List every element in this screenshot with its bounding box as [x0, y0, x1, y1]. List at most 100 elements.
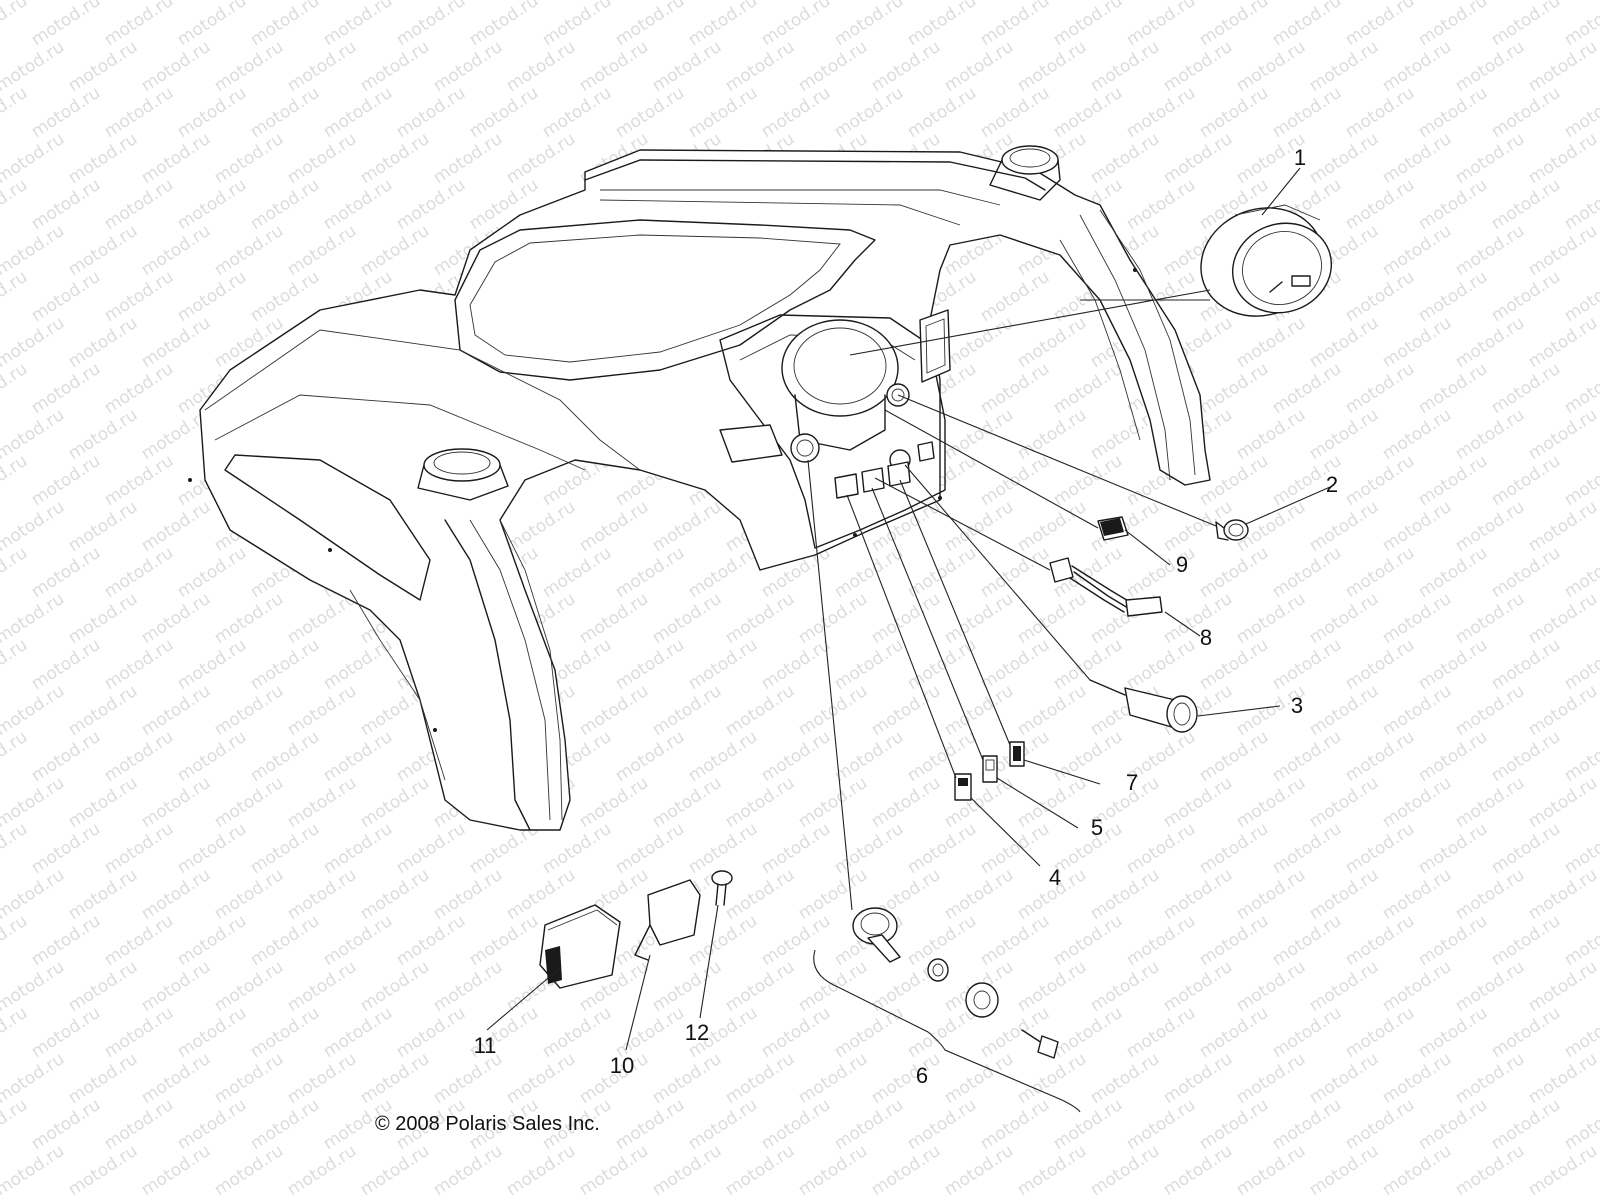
watermark-text: motod.ru: [1561, 727, 1600, 786]
watermark-text: motod.ru: [1196, 911, 1272, 970]
watermark-text: motod.ru: [0, 313, 68, 372]
watermark-text: motod.ru: [65, 1049, 141, 1108]
watermark-text: motod.ru: [1415, 267, 1491, 326]
watermark-text: motod.ru: [1269, 359, 1345, 418]
watermark-text: motod.ru: [1014, 773, 1090, 832]
watermark-text: motod.ru: [1342, 635, 1418, 694]
watermark-text: motod.ru: [1160, 1141, 1236, 1200]
leader-lines: [486, 167, 1331, 1113]
watermark-text: motod.ru: [393, 0, 469, 50]
watermark-text: motod.ru: [357, 773, 433, 832]
watermark-text: motod.ru: [0, 0, 31, 50]
part-power-point: [1215, 519, 1249, 541]
watermark-text: motod.ru: [247, 1003, 323, 1062]
watermark-text: motod.ru: [1488, 83, 1564, 142]
watermark-text: motod.ru: [977, 635, 1053, 694]
watermark-text: motod.ru: [1050, 1095, 1126, 1154]
watermark-text: motod.ru: [1379, 221, 1455, 280]
watermark-text: motod.ru: [0, 497, 68, 556]
watermark-text: motod.ru: [28, 1003, 104, 1062]
watermark-text: motod.ru: [28, 819, 104, 878]
watermark-text: motod.ru: [758, 911, 834, 970]
watermark-text: motod.ru: [685, 635, 761, 694]
watermark-text: motod.ru: [247, 0, 323, 50]
watermark-text: motod.ru: [0, 957, 68, 1016]
watermark-text: motod.ru: [1415, 83, 1491, 142]
watermark-text: motod.ru: [1342, 727, 1418, 786]
watermark-text: motod.ru: [28, 451, 104, 510]
watermark-text: motod.ru: [503, 129, 579, 188]
watermark-text: motod.ru: [649, 681, 725, 740]
watermark-text: motod.ru: [503, 1141, 579, 1200]
watermark-text: motod.ru: [1452, 313, 1528, 372]
watermark-text: motod.ru: [0, 221, 68, 280]
watermark-text: motod.ru: [1014, 1141, 1090, 1200]
watermark-text: motod.ru: [1561, 543, 1600, 602]
watermark-text: motod.ru: [831, 1095, 907, 1154]
watermark-text: motod.ru: [941, 865, 1017, 924]
watermark-text: motod.ru: [1269, 1003, 1345, 1062]
watermark-text: motod.ru: [1452, 129, 1528, 188]
watermark-text: motod.ru: [357, 865, 433, 924]
watermark-text: motod.ru: [174, 911, 250, 970]
watermark-text: motod.ru: [1087, 37, 1163, 96]
watermark-text: motod.ru: [1196, 819, 1272, 878]
watermark-text: motod.ru: [1561, 451, 1600, 510]
watermark-text: motod.ru: [576, 497, 652, 556]
watermark-text: motod.ru: [722, 589, 798, 648]
watermark-text: motod.ru: [174, 0, 250, 50]
watermark-text: motod.ru: [0, 37, 68, 96]
watermark-text: motod.ru: [1342, 1003, 1418, 1062]
callout-8: 8: [1200, 625, 1212, 650]
watermark-text: motod.ru: [1379, 37, 1455, 96]
watermark-text: motod.ru: [758, 0, 834, 50]
watermark-text: motod.ru: [28, 911, 104, 970]
watermark-text: motod.ru: [284, 37, 360, 96]
watermark-text: motod.ru: [977, 451, 1053, 510]
watermark-text: motod.ru: [1233, 589, 1309, 648]
watermark-text: motod.ru: [977, 83, 1053, 142]
watermark-text: motod.ru: [941, 37, 1017, 96]
watermark-text: motod.ru: [612, 635, 688, 694]
watermark-text: motod.ru: [795, 1141, 871, 1200]
watermark-text: motod.ru: [1306, 773, 1382, 832]
watermark-text: motod.ru: [1379, 681, 1455, 740]
watermark-text: motod.ru: [28, 1095, 104, 1154]
watermark-text: motod.ru: [1196, 359, 1272, 418]
watermark-text: motod.ru: [1014, 405, 1090, 464]
watermark-text: motod.ru: [1050, 0, 1126, 50]
watermark-text: motod.ru: [1525, 1049, 1600, 1108]
watermark-text: motod.ru: [904, 1095, 980, 1154]
watermark-text: motod.ru: [174, 83, 250, 142]
watermark-text: motod.ru: [320, 175, 396, 234]
callout-11: 11: [474, 1033, 497, 1058]
watermark-text: motod.ru: [1123, 1003, 1199, 1062]
watermark-text: motod.ru: [284, 1049, 360, 1108]
watermark-text: motod.ru: [393, 83, 469, 142]
watermark-text: motod.ru: [0, 773, 68, 832]
watermark-text: motod.ru: [612, 1095, 688, 1154]
callout-1: 1: [1294, 145, 1306, 170]
watermark-text: motod.ru: [1014, 497, 1090, 556]
watermark-text: motod.ru: [685, 83, 761, 142]
watermark-text: motod.ru: [1525, 129, 1600, 188]
watermark-text: motod.ru: [795, 957, 871, 1016]
watermark-text: motod.ru: [284, 957, 360, 1016]
watermark-text: motod.ru: [977, 819, 1053, 878]
watermark-text: motod.ru: [247, 727, 323, 786]
watermark-text: motod.ru: [1306, 1049, 1382, 1108]
watermark-text: motod.ru: [503, 497, 579, 556]
watermark-text: motod.ru: [174, 267, 250, 326]
watermark-text: motod.ru: [1196, 0, 1272, 50]
watermark-text: motod.ru: [1525, 865, 1600, 924]
watermark-text: motod.ru: [357, 37, 433, 96]
watermark-text: motod.ru: [1342, 451, 1418, 510]
part-gauge: [1200, 204, 1333, 317]
watermark-text: motod.ru: [0, 129, 68, 188]
watermark-text: motod.ru: [211, 1049, 287, 1108]
watermark-text: motod.ru: [1379, 313, 1455, 372]
watermark-text: motod.ru: [101, 83, 177, 142]
watermark-text: motod.ru: [1415, 1003, 1491, 1062]
watermark-text: motod.ru: [138, 37, 214, 96]
watermark-text: motod.ru: [357, 1049, 433, 1108]
